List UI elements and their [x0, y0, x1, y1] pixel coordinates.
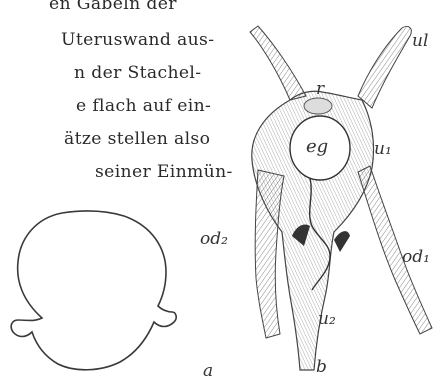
- label-eg: eg: [306, 136, 328, 157]
- figure-b-arm-upper-right: [358, 26, 411, 108]
- figure-a-label: a: [203, 361, 213, 381]
- label-u2: u₂: [318, 309, 336, 329]
- figure-b: ul r eg u₁ od₂ od₁ u₂ b: [200, 26, 432, 377]
- label-od2: od₂: [200, 229, 228, 249]
- figure-b-arm-lower-left: [255, 170, 284, 338]
- figure-b-cluster-r: [304, 98, 332, 114]
- label-u1: u₁: [374, 139, 392, 159]
- figure-b-arm-upper-left: [250, 26, 306, 100]
- figure-a: a: [11, 211, 213, 381]
- label-od1: od₁: [402, 247, 430, 267]
- label-ul: ul: [412, 31, 428, 51]
- figure-a-outline: [11, 211, 176, 370]
- figure-b-label: b: [316, 357, 327, 377]
- label-r: r: [316, 79, 325, 99]
